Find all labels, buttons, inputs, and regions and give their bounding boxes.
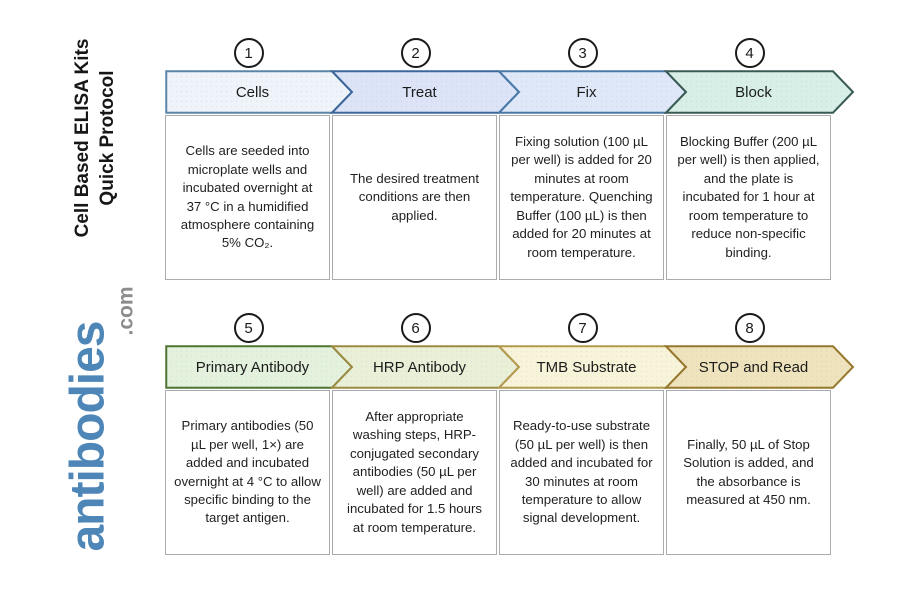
chevron-label-cells: Cells [235, 83, 270, 101]
chevron-texture [166, 346, 853, 388]
step-description: Primary antibodies (50 µL per well, 1×) … [165, 390, 330, 555]
step-number-badge: 1 [233, 38, 264, 68]
brand-logo: antibodies.com [61, 286, 138, 552]
description-row-top: Cells are seeded into microplate wells a… [165, 115, 855, 280]
step-number-badge: 8 [734, 313, 765, 343]
step-description: Fixing solution (100 µL per well) is add… [499, 115, 664, 280]
step-number-badge: 4 [734, 38, 765, 68]
step-description: Cells are seeded into microplate wells a… [165, 115, 330, 280]
flow-row-bottom: 5 6 7 8 Primary Antibody HRP Antibody TM… [165, 311, 855, 555]
page-title-line1: Cell Based ELISA Kits [71, 38, 93, 238]
flow-row-top: 1 2 3 4 Cells Treat Fix Block Cells are … [165, 36, 855, 280]
chevron-band-top: Cells Treat Fix Block [165, 70, 855, 114]
description-row-bottom: Primary antibodies (50 µL per well, 1×) … [165, 390, 855, 555]
chevron-texture [166, 71, 853, 113]
chevron-label-tmb-substrate: TMB Substrate [536, 358, 637, 376]
page-title-line2: Quick Protocol [97, 70, 118, 206]
brand-logo-suffix: .com [114, 286, 138, 336]
step-description: After appropriate washing steps, HRP-con… [332, 390, 497, 555]
step-description: Blocking Buffer (200 µL per well) is the… [666, 115, 831, 280]
step-number-badge: 2 [400, 38, 431, 68]
step-number-badge: 6 [400, 313, 431, 343]
step-description: Finally, 50 µL of Stop Solution is added… [666, 390, 831, 555]
chevron-label-fix: Fix [576, 83, 597, 101]
chevron-label-hrp-antibody: HRP Antibody [372, 358, 467, 376]
chevron-label-stop-and-read: STOP and Read [698, 358, 809, 376]
chevron-label-treat: Treat [402, 83, 437, 101]
page-title: Cell Based ELISA Kits Quick Protocol [70, 39, 120, 238]
chevron-label-primary-antibody: Primary Antibody [195, 358, 310, 376]
step-number-row: 1 2 3 4 [165, 36, 855, 70]
step-number-badge: 7 [567, 313, 598, 343]
brand-logo-text: antibodies [61, 321, 115, 552]
step-number-row: 5 6 7 8 [165, 311, 855, 345]
chevron-arrows-top [165, 70, 855, 114]
chevron-arrows-bottom [165, 345, 855, 389]
step-description: Ready-to-use substrate (50 µL per well) … [499, 390, 664, 555]
chevron-label-block: Block [735, 83, 772, 101]
step-number-badge: 5 [233, 313, 264, 343]
chevron-band-bottom: Primary Antibody HRP Antibody TMB Substr… [165, 345, 855, 389]
step-description: The desired treatment conditions are the… [332, 115, 497, 280]
step-number-badge: 3 [567, 38, 598, 68]
